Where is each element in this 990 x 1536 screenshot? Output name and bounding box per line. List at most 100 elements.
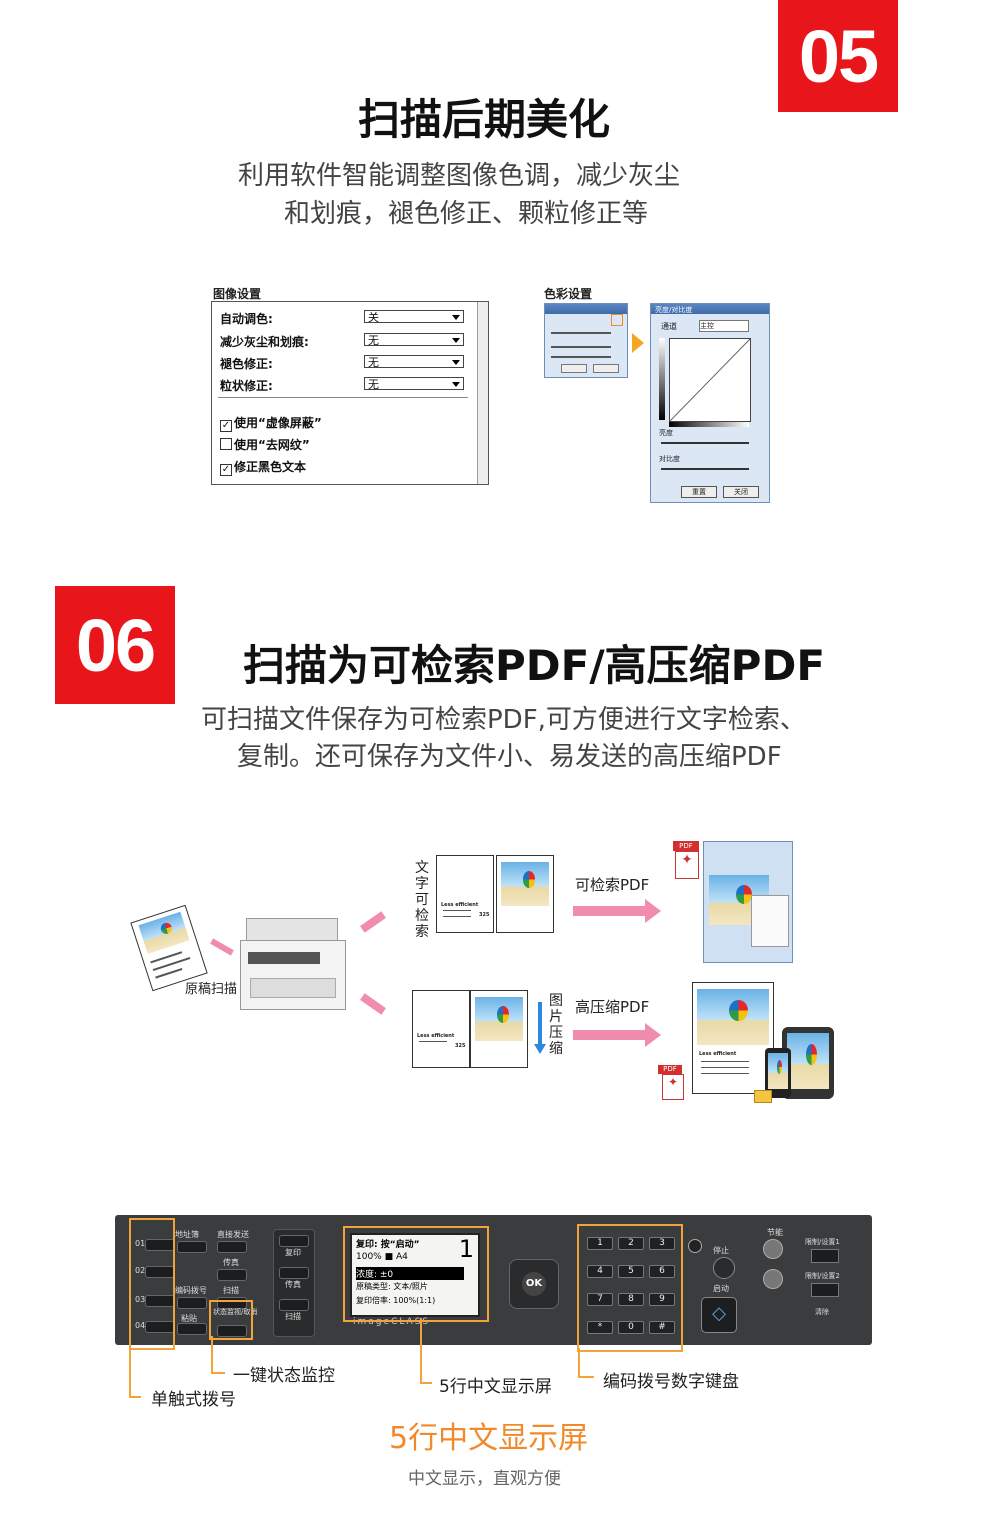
copy-mode-label: 复印: [285, 1248, 301, 1257]
keypad-key[interactable]: 5: [618, 1265, 644, 1278]
image-setting-label: 自动调色:: [220, 312, 273, 326]
stop-label: 停止: [713, 1246, 729, 1255]
keypad-key[interactable]: 2: [618, 1237, 644, 1250]
keypad-key[interactable]: 0: [618, 1321, 644, 1334]
channel-select[interactable]: 主控: [699, 320, 749, 332]
keypad-key[interactable]: 7: [587, 1293, 613, 1306]
footer-title: 5行中文显示屏: [389, 1421, 589, 1456]
clear-button[interactable]: [688, 1239, 702, 1253]
compressed-text-page: Less efficient 325: [412, 990, 470, 1068]
keypad-key[interactable]: #: [649, 1321, 675, 1334]
copy-mode-button[interactable]: [279, 1235, 309, 1247]
descreen-checkbox[interactable]: 使用“去网纹”: [220, 436, 310, 453]
callout-line: [211, 1372, 225, 1374]
slider-track: [551, 332, 611, 334]
start-button[interactable]: ◇: [701, 1297, 737, 1333]
slider-track: [551, 346, 611, 348]
text-line: [154, 968, 183, 979]
photo: [768, 1053, 788, 1089]
section-05-title: 扫描后期美化: [358, 95, 611, 144]
clear-label: 清除: [815, 1308, 829, 1316]
energy-saver-button[interactable]: [763, 1239, 783, 1259]
limit-setting-2-label: 限制/设置2: [805, 1272, 840, 1280]
keypad-key[interactable]: 8: [618, 1293, 644, 1306]
keypad-key[interactable]: *: [587, 1321, 613, 1334]
compressed-pdf-label: 高压缩PDF: [575, 998, 650, 1016]
limit-setting-2-button[interactable]: [811, 1283, 839, 1297]
keypad-key[interactable]: 6: [649, 1265, 675, 1278]
grain-correct-select[interactable]: 无: [364, 377, 464, 391]
lcd-highlight: [343, 1226, 489, 1322]
gradient-bar: [669, 422, 749, 427]
coded-dial-label: 编码拨号: [175, 1286, 207, 1295]
reset-button[interactable]: 重置: [681, 486, 717, 498]
color-settings-heading: 色彩设置: [544, 287, 593, 301]
arrow-down-icon: [538, 1002, 542, 1046]
dust-scratch-select[interactable]: 无: [364, 333, 464, 347]
text-line: [442, 916, 471, 917]
keypad-key[interactable]: 9: [649, 1293, 675, 1306]
image-setting-label: 褪色修正:: [220, 357, 273, 371]
keypad-key[interactable]: 3: [649, 1237, 675, 1250]
contrast-slider[interactable]: [661, 468, 749, 470]
scrollbar[interactable]: [477, 302, 488, 484]
text-line: [701, 1061, 749, 1062]
footer-subtitle: 中文显示，直观方便: [408, 1469, 561, 1489]
arrow-down-head: [534, 1044, 546, 1054]
lcd-line: 复印倍率: 100%(1:1): [356, 1296, 436, 1305]
divider: [218, 397, 468, 398]
arrow-right-icon: [210, 938, 234, 956]
navigation-pad[interactable]: OK: [509, 1259, 559, 1309]
status-monitor-button[interactable]: [217, 1325, 247, 1337]
contrast-label: 对比度: [659, 455, 680, 463]
fax-mode-button[interactable]: [279, 1267, 309, 1279]
pdf-tag: PDF: [658, 1065, 682, 1074]
scan-label: 扫描: [223, 1286, 239, 1295]
mode-button-column: [273, 1229, 315, 1337]
fax-setting-button[interactable]: [217, 1269, 247, 1281]
text-line: [701, 1073, 749, 1074]
scan-mode-label: 扫描: [285, 1312, 301, 1321]
scan-mode-button[interactable]: [279, 1299, 309, 1311]
stop-button[interactable]: [713, 1257, 735, 1279]
keypad-key[interactable]: 1: [587, 1237, 613, 1250]
text-line: [442, 910, 471, 911]
unsharp-mask-checkbox[interactable]: ✓使用“虚像屏蔽”: [220, 414, 322, 432]
lcd-count: 1: [458, 1235, 474, 1263]
address-book-label: 地址簿: [175, 1230, 199, 1239]
title-bar: [651, 304, 769, 314]
slider-track: [551, 356, 611, 358]
fade-correct-select[interactable]: 无: [364, 355, 464, 369]
section-06-badge: 06: [55, 586, 175, 704]
limit-setting-1-button[interactable]: [811, 1249, 839, 1263]
paste-button[interactable]: [177, 1323, 207, 1335]
coded-dial-button[interactable]: [177, 1297, 207, 1309]
printer-image: [240, 918, 346, 1010]
section-05-desc-line1: 利用软件智能调整图像色调，减少灰尘: [238, 161, 681, 191]
keypad-key[interactable]: 4: [587, 1265, 613, 1278]
direct-send-label: 直接发送: [217, 1230, 249, 1239]
arrow-down-right-icon: [360, 993, 386, 1015]
ok-button[interactable]: OK: [522, 1272, 546, 1296]
channel-label: 通道: [661, 322, 677, 331]
direct-send-button[interactable]: [217, 1241, 247, 1253]
arrow-right-icon: [573, 899, 661, 923]
menu-button[interactable]: [763, 1269, 783, 1289]
original-scan-label: 原稿扫描: [185, 982, 238, 997]
image-compress-label: 图片压缩: [549, 993, 563, 1057]
small-button[interactable]: [561, 364, 587, 373]
black-text-checkbox[interactable]: ✓修正黑色文本: [220, 458, 306, 476]
close-button[interactable]: 关闭: [723, 486, 759, 498]
printer-drawer: [250, 978, 336, 998]
brightness-slider[interactable]: [661, 442, 749, 444]
checkbox-label: 使用“虚像屏蔽”: [234, 416, 322, 430]
auto-tone-select[interactable]: 关: [364, 310, 464, 324]
small-button[interactable]: [593, 364, 619, 373]
address-book-button[interactable]: [177, 1241, 207, 1253]
energy-saver-label: 节能: [767, 1228, 783, 1237]
checkbox-label: 使用“去网纹”: [234, 438, 310, 452]
tone-curve-graph: [669, 338, 751, 422]
image-setting-label: 粒状修正:: [220, 379, 273, 393]
fax-label: 传真: [223, 1258, 239, 1267]
text-line: [418, 1041, 447, 1042]
